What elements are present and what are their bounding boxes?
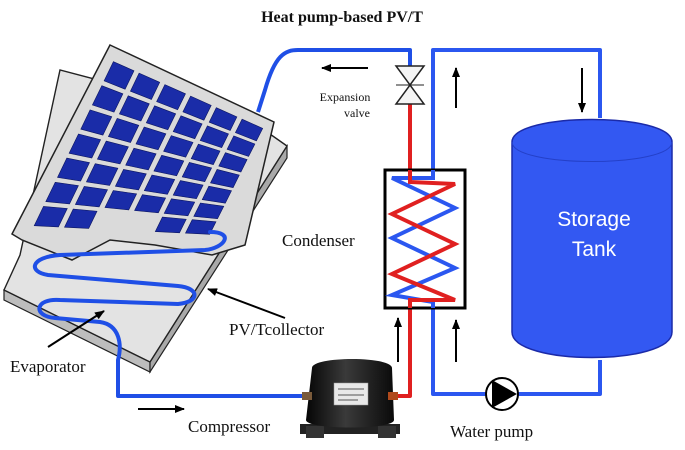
pv-cell bbox=[145, 105, 177, 131]
pv-cell-grid bbox=[33, 61, 264, 235]
refrigerant-line-evaporator-to-compressor bbox=[116, 360, 318, 398]
refrigerant-line-valve-to-collector bbox=[256, 48, 412, 113]
pv-cell bbox=[74, 186, 108, 208]
compressor-icon[interactable] bbox=[300, 359, 400, 438]
pv-cell bbox=[226, 135, 256, 157]
pv-cell bbox=[103, 61, 135, 90]
expansion-valve-label-line1: Expansion bbox=[320, 90, 371, 104]
compressor-label: Compressor bbox=[188, 417, 271, 436]
condenser-refrigerant-coil bbox=[387, 170, 460, 308]
storage-tank-label-line1: Storage bbox=[557, 208, 631, 231]
pv-cell bbox=[172, 180, 204, 200]
pv-cell bbox=[154, 216, 187, 234]
pv-cell bbox=[143, 174, 176, 195]
pv-cell bbox=[218, 152, 248, 173]
pvt-collector-pointer bbox=[207, 288, 286, 319]
pv-cell bbox=[181, 162, 213, 183]
pv-cell bbox=[201, 185, 232, 204]
pv-cell bbox=[91, 85, 124, 113]
pv-cell bbox=[104, 190, 138, 211]
pv-cell bbox=[163, 198, 196, 217]
pv-cell bbox=[210, 169, 240, 188]
pv-cell bbox=[185, 219, 217, 235]
storage-tank-body bbox=[511, 118, 673, 359]
pv-cell bbox=[190, 143, 221, 165]
water-line-tank-outlet-to-pump bbox=[518, 360, 602, 396]
pv-cell bbox=[57, 157, 90, 182]
pv-cell bbox=[96, 140, 129, 165]
water-pump-label: Water pump bbox=[450, 422, 533, 441]
pv-cell bbox=[134, 194, 167, 214]
pv-cell bbox=[85, 163, 119, 186]
expansion-valve-icon[interactable] bbox=[394, 65, 426, 105]
water-line-pump-to-condenser bbox=[431, 308, 486, 396]
expansion-valve-label-line2: valve bbox=[344, 106, 370, 120]
evaporator-tube bbox=[32, 230, 227, 362]
diagram-title: Heat pump-based PV/T bbox=[261, 9, 423, 26]
pv-cell bbox=[114, 169, 147, 191]
water-pump-icon[interactable] bbox=[485, 377, 519, 411]
pv-cell bbox=[182, 95, 212, 121]
pv-cell bbox=[129, 72, 161, 100]
pv-cell bbox=[208, 107, 238, 131]
pvt-collector bbox=[3, 44, 288, 375]
evaporator-label: Evaporator bbox=[10, 357, 86, 376]
storage-tank-label-line2: Tank bbox=[572, 238, 617, 261]
refrigerant-line-compressor-to-condenser bbox=[392, 308, 412, 398]
pv-cell bbox=[118, 95, 150, 122]
storage-tank: Storage Tank bbox=[511, 118, 673, 359]
pv-cell bbox=[163, 135, 194, 158]
pv-cell bbox=[33, 206, 68, 228]
pv-cell bbox=[199, 125, 229, 148]
pv-cell bbox=[80, 109, 113, 136]
water-line-condenser-to-tank bbox=[431, 48, 602, 170]
pv-cell bbox=[125, 147, 157, 171]
pvt-collector-label: PV/Tcollector bbox=[229, 320, 324, 339]
pv-cell bbox=[107, 118, 140, 143]
pv-cell bbox=[193, 202, 225, 220]
pv-cell bbox=[234, 118, 264, 142]
pv-cell bbox=[172, 115, 203, 140]
condenser-label: Condenser bbox=[282, 231, 355, 250]
pv-cell bbox=[153, 154, 185, 177]
pv-cell bbox=[156, 84, 186, 111]
pv-cell bbox=[135, 126, 167, 151]
pv-cell bbox=[68, 133, 102, 159]
condenser bbox=[383, 168, 467, 310]
pv-cell bbox=[64, 208, 98, 229]
evaporator-pointer bbox=[47, 310, 105, 348]
pv-cell bbox=[45, 181, 79, 205]
